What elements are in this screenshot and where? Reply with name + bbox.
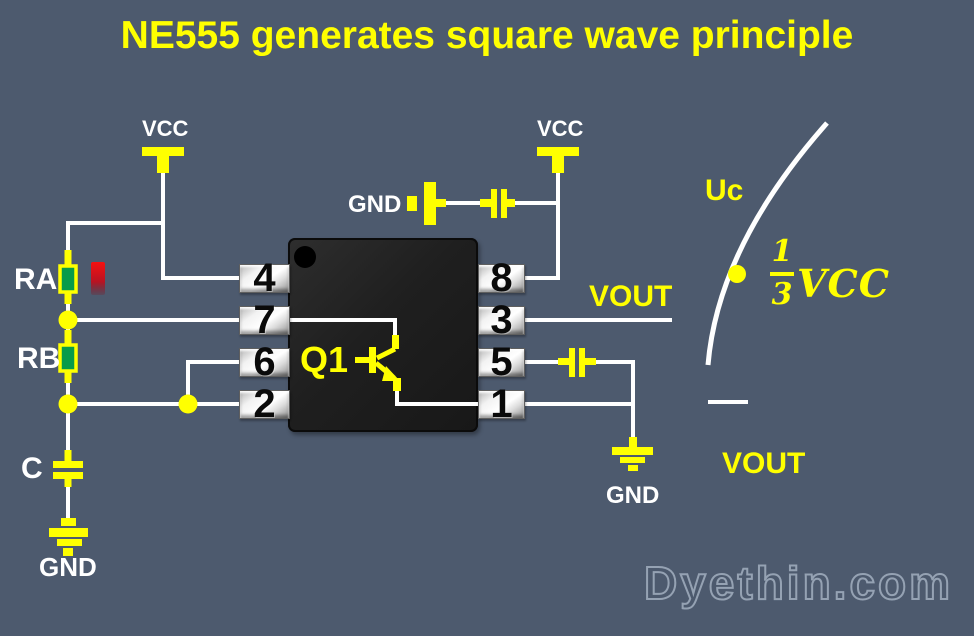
led-indicator: [91, 262, 105, 295]
ground-symbol-right: [612, 437, 653, 471]
junction-dot: [58, 310, 78, 330]
pin-6: 6: [239, 342, 290, 382]
wire-q1-to-pin1: [395, 388, 633, 406]
junction-dot: [58, 394, 78, 414]
fraction-numerator: 1: [771, 234, 793, 269]
fraction-bar: [770, 272, 794, 276]
decoupling-ground-symbol: [407, 182, 446, 225]
bypass-capacitor-symbol: [558, 348, 596, 377]
pin-3: 3: [478, 300, 525, 340]
pin1-marker-dot: [294, 246, 316, 268]
c-label: C: [21, 452, 43, 485]
pin-5: 5: [478, 342, 525, 382]
wire-branch-to-ra: [66, 221, 163, 266]
rb-label: RB: [17, 342, 61, 375]
vcc-symbol-left: [142, 147, 184, 173]
ne555-chip-body: [288, 238, 478, 432]
uc-label: Uc: [705, 174, 744, 207]
decoupling-capacitor-symbol: [480, 189, 515, 218]
wire-vccleft-to-pin4: [161, 172, 239, 280]
wire-inner-pin7-to-q1: [288, 318, 397, 338]
wire-vccright-to-pin8: [523, 172, 560, 280]
vout-axis-label: VOUT: [722, 447, 806, 480]
ra-label: RA: [14, 263, 58, 296]
fraction-denominator: 3: [771, 277, 793, 312]
vcc-symbol-right: [537, 147, 579, 173]
wire-cap-to-gnd: [594, 360, 635, 440]
page-title: NE555 generates square wave principle: [120, 14, 854, 57]
pin-4: 4: [239, 258, 290, 298]
threshold-fraction: 1 3: [768, 237, 796, 310]
wires: [66, 172, 748, 520]
gnd-bottom-left-label: GND: [39, 552, 97, 582]
vout-wire-label: VOUT: [589, 280, 673, 313]
resistor-ra-symbol: [58, 250, 78, 304]
wire-branch-to-pin6: [186, 360, 239, 404]
vcc-left-label: VCC: [142, 116, 189, 141]
pin-2: 2: [239, 384, 290, 424]
pin-7: 7: [239, 300, 290, 340]
threshold-unit-label: VCC: [797, 261, 890, 306]
vcc-right-label: VCC: [537, 116, 584, 141]
resistor-rb-symbol: [58, 330, 78, 383]
pin-1: 1: [478, 384, 525, 424]
gnd-output-label: GND: [606, 482, 660, 509]
threshold-dot: [728, 265, 746, 283]
q1-label: Q1: [300, 339, 349, 380]
watermark: Dyethin.com: [643, 556, 954, 610]
symbols: [49, 147, 653, 556]
pin-8: 8: [478, 258, 525, 298]
junction-dot: [178, 394, 198, 414]
gnd-top-label: GND: [348, 191, 402, 218]
transistor-q1-symbol: [355, 335, 401, 391]
ground-symbol-left: [49, 518, 88, 556]
uc-charge-curve: [705, 121, 829, 366]
capacitor-c-symbol: [53, 450, 83, 487]
